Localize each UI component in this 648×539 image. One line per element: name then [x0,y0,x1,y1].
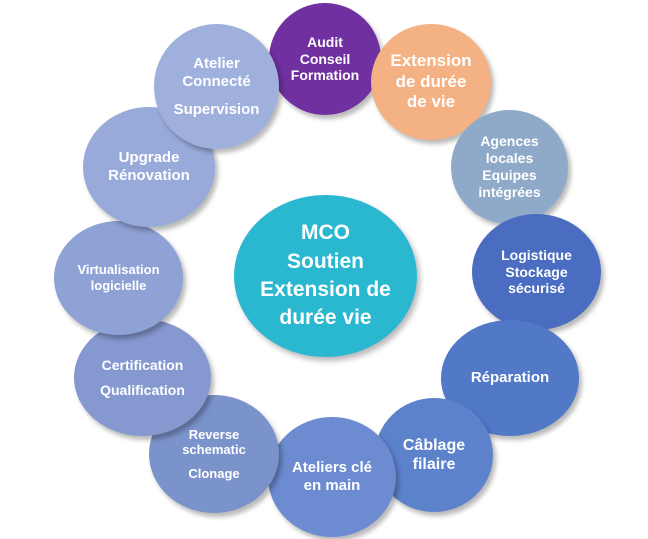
node-label: schematic [182,442,246,458]
node-label: Ateliers clé [291,459,373,476]
node-label: Conseil [299,50,351,67]
node-label: Clonage [188,465,240,481]
node-label: Atelier [193,54,240,72]
node-reverse: Reverse schematic Clonage [149,395,279,513]
node-label: Supervision [173,100,260,118]
node-label: en main [303,477,361,494]
node-label: Connecté [182,72,251,90]
node-label: sécurisé [508,280,565,297]
node-label: locales [485,150,534,167]
node-label: Agences [480,133,539,150]
node-label: Audit [307,33,343,50]
node-label: Logistique [501,246,572,263]
node-label: logicielle [90,278,147,293]
node-label: Certification [101,356,184,373]
node-cablage: Câblage filaire [375,398,493,512]
node-label: Stockage [505,263,568,280]
center-node-mco: MCO Soutien Extension de durée vie [234,195,417,357]
center-line: MCO [301,221,350,245]
node-label: de durée [395,71,467,91]
node-label: Virtualisation [77,262,160,278]
node-label: Qualification [100,381,185,398]
node-ateliers-cle: Ateliers clé en main [268,417,396,537]
node-audit: Audit Conseil Formation [269,3,381,115]
node-label: Extension [390,51,472,71]
node-certification: Certification Qualification [74,319,211,436]
node-label: filaire [412,456,456,473]
node-logistique: Logistique Stockage sécurisé [472,214,601,330]
node-label: Formation [290,67,360,84]
node-label: de vie [406,92,456,112]
node-agences: Agences locales Equipes intégrées [451,110,568,224]
node-label: Câblage [402,436,466,454]
node-label: Réparation [470,369,550,386]
center-line: durée vie [279,306,372,330]
node-extension: Extension de durée de vie [371,24,491,140]
center-line: Soutien [287,249,364,273]
node-label: Reverse [188,426,240,442]
center-line: Extension de [260,278,391,301]
node-label: Rénovation [108,167,190,184]
node-label: intégrées [478,183,541,200]
node-virtualisation: Virtualisation logicielle [54,221,183,335]
node-atelier-connecte: Atelier Connecté Supervision [154,24,279,149]
node-label: Equipes [482,167,537,183]
node-label: Upgrade [118,149,180,166]
